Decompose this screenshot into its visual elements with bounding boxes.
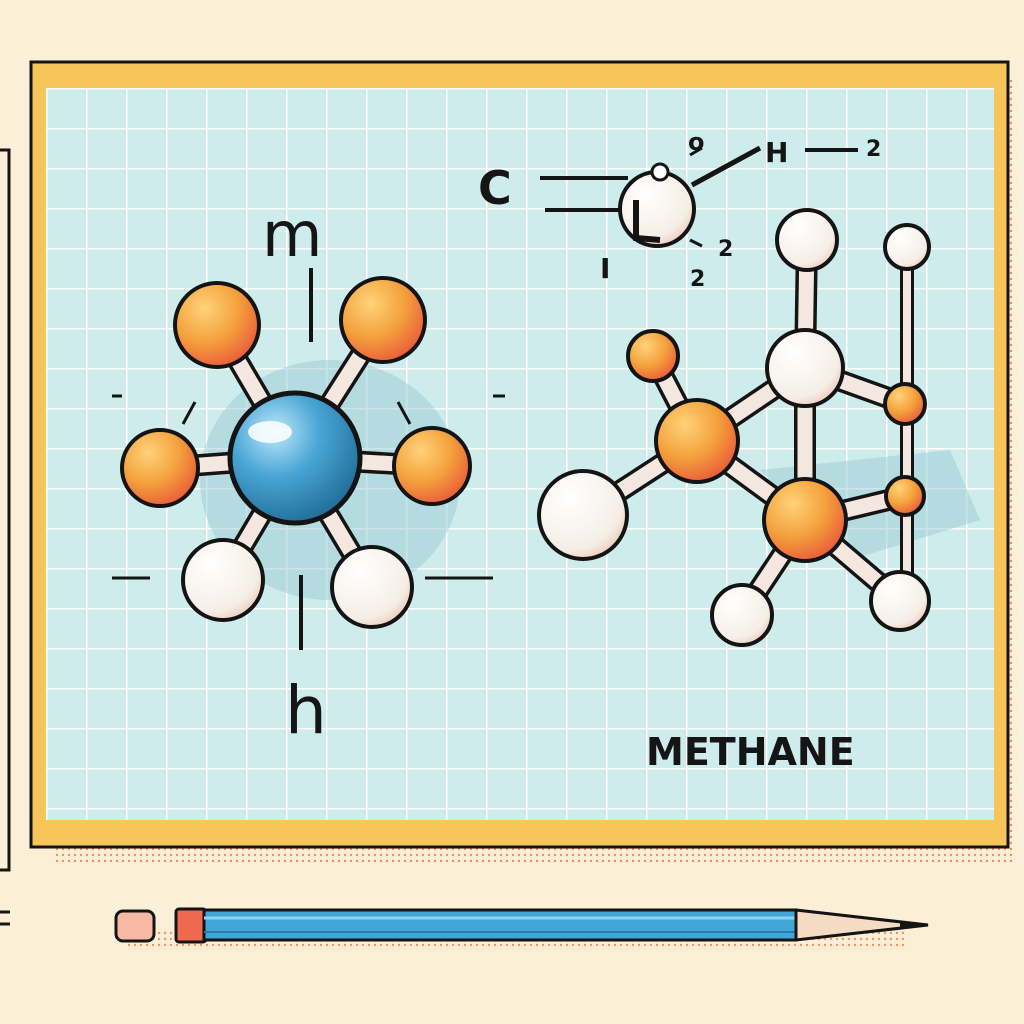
- caption-methane: METHANE: [646, 730, 855, 774]
- label-i: I: [600, 252, 610, 285]
- atom-white: [869, 570, 931, 632]
- tick-mark: [396, 401, 412, 425]
- atom-orange: [173, 281, 261, 369]
- atom-orange: [762, 477, 848, 563]
- atom-white: [775, 208, 839, 272]
- pencil-eraser: [114, 909, 156, 943]
- label-h-formula: H: [765, 136, 788, 169]
- atom-highlight: [248, 421, 292, 443]
- tick-mark: [181, 401, 197, 425]
- atom-orange: [654, 398, 740, 484]
- pencil: [114, 907, 929, 950]
- label-m: m: [262, 198, 322, 271]
- atom-carbon-blue: [227, 390, 363, 526]
- atom-white: [650, 162, 670, 182]
- label-h: h: [285, 672, 327, 749]
- label-o: o: [688, 128, 705, 156]
- pencil-body: [202, 908, 798, 942]
- label-subscript-2: 2: [718, 237, 733, 262]
- atom-orange: [392, 426, 472, 506]
- atom-orange: [626, 329, 680, 383]
- atom-orange: [884, 475, 926, 517]
- left-edge-frame: [0, 148, 11, 926]
- atom-orange: [883, 382, 927, 426]
- atom-orange: [339, 276, 427, 364]
- structural-formula: C o H 2 2 2 I: [478, 128, 881, 292]
- pencil-ferrule: [174, 907, 208, 944]
- atom-white: [181, 538, 265, 622]
- label-subscript-2: 2: [866, 137, 881, 162]
- left-molecule: m h: [112, 198, 505, 749]
- atom-white: [710, 583, 774, 647]
- atom-white: [883, 223, 931, 271]
- label-c: C: [478, 161, 512, 215]
- atom-white: [765, 328, 845, 408]
- label-subscript-2: 2: [690, 267, 705, 292]
- pencil-tip: [794, 908, 929, 942]
- atom-orange: [120, 428, 200, 508]
- atom-white: [537, 469, 629, 561]
- right-molecule: C o H 2 2 2 I METHANE: [478, 128, 980, 774]
- atom-white: [330, 545, 414, 629]
- atom-white: [618, 170, 696, 248]
